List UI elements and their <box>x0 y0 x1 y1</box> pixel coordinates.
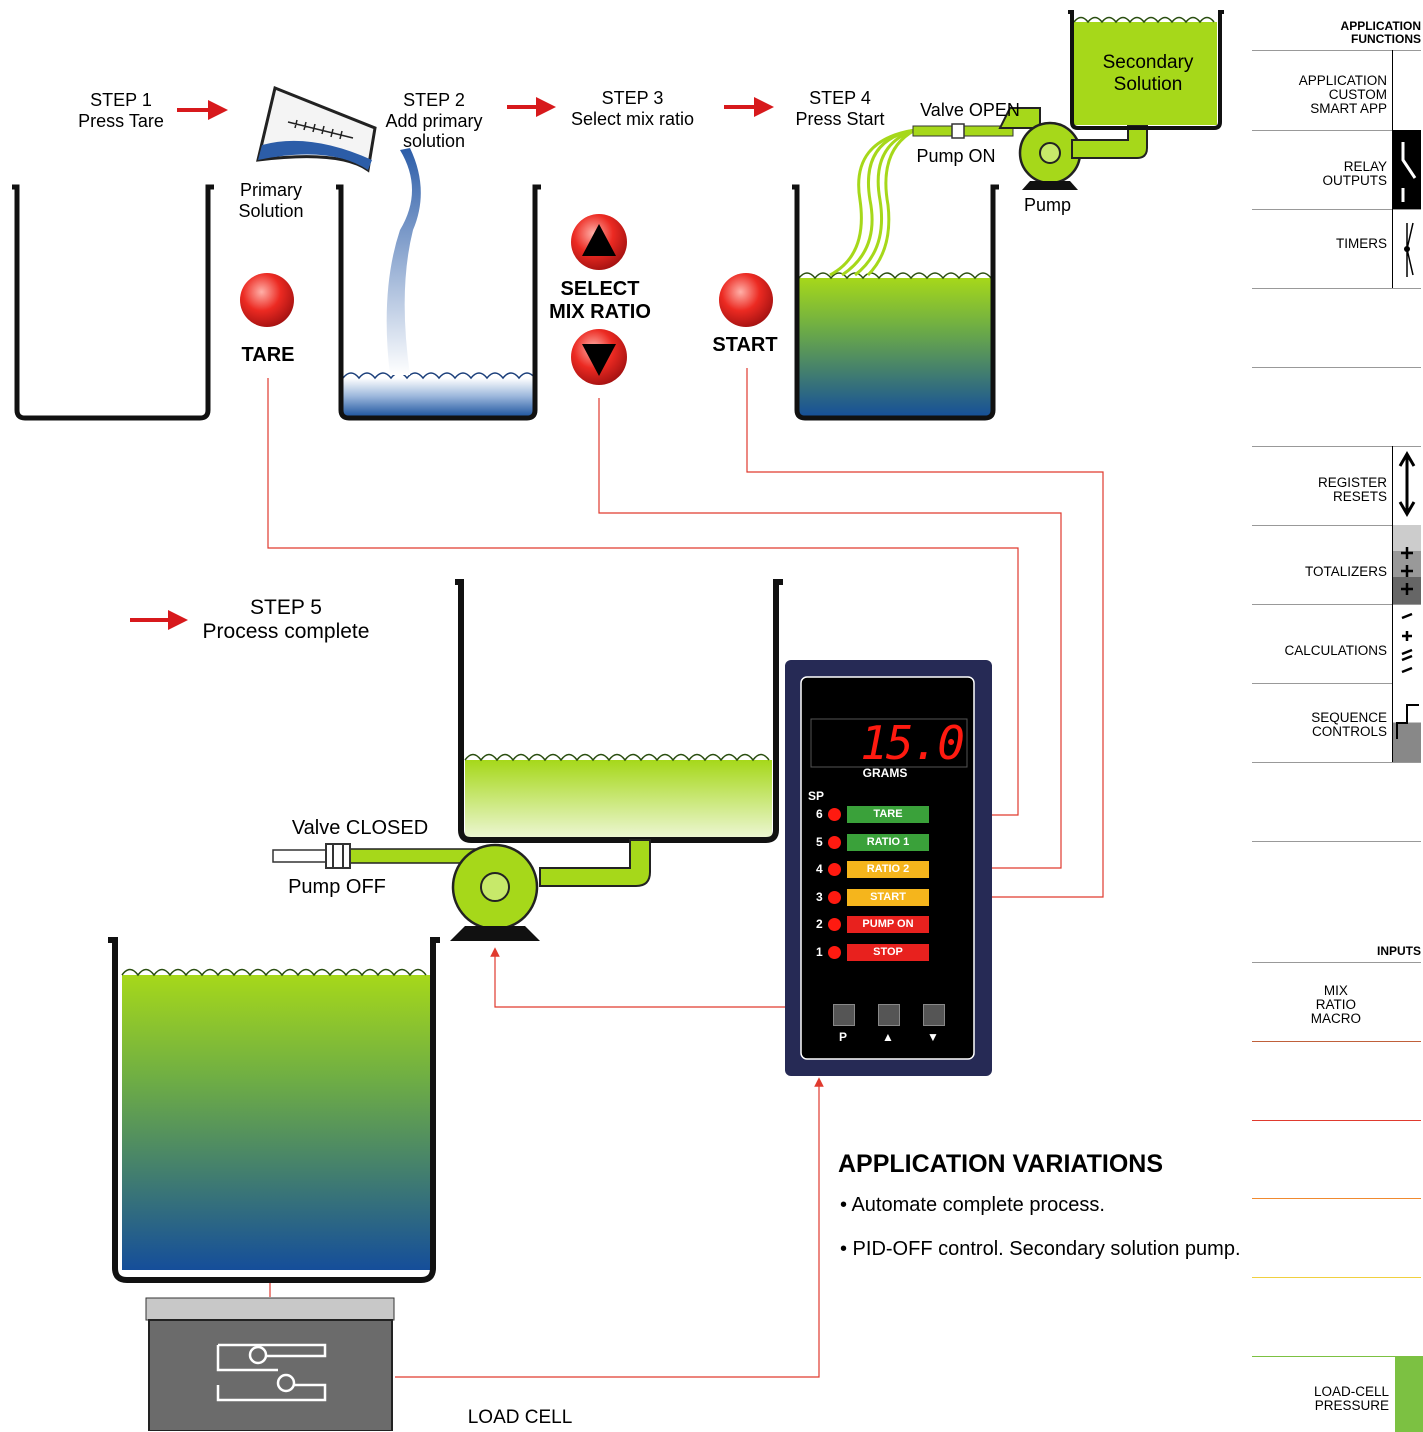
empty-tank <box>12 184 214 421</box>
meter-units: GRAMS <box>862 766 908 780</box>
final-tank <box>108 937 440 1283</box>
updown-arrow-icon <box>1392 446 1421 525</box>
setpoint-number: 5 <box>816 834 823 849</box>
setpoint-label: RATIO 1 <box>847 833 929 851</box>
app-icon <box>1392 50 1421 130</box>
setpoint-header: SP <box>808 789 825 803</box>
setpoint-led <box>828 835 841 849</box>
setpoint-row: 4 RATIO 2 <box>816 861 936 879</box>
meter-key-up[interactable] <box>878 1004 900 1026</box>
sidebar-divider <box>1252 1277 1421 1278</box>
valve-open-label: Valve OPEN <box>920 100 1020 120</box>
sidebar-divider <box>1252 1120 1421 1121</box>
setpoint-row: 1 STOP <box>816 943 936 962</box>
sidebar-item-totalizers[interactable]: TOTALIZERS <box>1252 525 1421 605</box>
setpoint-row: 5 RATIO 1 <box>816 833 936 852</box>
relay-switch-icon <box>1392 130 1421 209</box>
primary-tank <box>336 148 541 421</box>
meter-display: 15.0 <box>860 716 965 770</box>
valve-closed-label: Valve CLOSED <box>291 817 429 839</box>
setpoint-led <box>828 918 841 931</box>
sidebar-empty-slot <box>1252 288 1421 368</box>
process-tank <box>455 579 783 887</box>
setpoint-number: 1 <box>816 944 823 959</box>
setpoint-number: 6 <box>816 807 823 821</box>
timer-icon <box>1392 209 1421 288</box>
setpoint-led <box>828 808 841 821</box>
setpoint-led <box>828 945 841 959</box>
sidebar-empty-slot <box>1252 762 1421 842</box>
pump-on-label: Pump ON <box>916 146 996 166</box>
setpoint-led <box>828 863 841 876</box>
totalizer-icon <box>1392 525 1421 604</box>
variations-title: APPLICATION VARIATIONS <box>838 1150 1163 1178</box>
meter-key-label: ▲ <box>882 1030 894 1044</box>
meter-key-p[interactable] <box>833 1004 855 1026</box>
load-cell-color-tab <box>1395 1357 1423 1432</box>
sidebar-divider <box>1252 1198 1421 1199</box>
secondary-tank <box>1068 10 1224 130</box>
step-arrows <box>130 97 774 630</box>
setpoint-label: TARE <box>847 806 929 823</box>
calculator-icon <box>1392 604 1421 683</box>
meter-key-label: P <box>838 1030 847 1044</box>
variation-item: • Automate complete process. <box>840 1194 1105 1216</box>
setpoint-label: STOP <box>847 943 929 961</box>
setpoint-number: 4 <box>816 862 823 876</box>
load-cell-label: LOAD CELL <box>467 1407 573 1428</box>
sidebar-item-timers[interactable]: TIMERS <box>1252 209 1421 289</box>
inputs-header: INPUTS <box>1376 944 1421 958</box>
main-pump <box>272 843 540 941</box>
setpoint-row: 3 START <box>816 888 936 907</box>
setpoint-label: RATIO 2 <box>847 861 929 878</box>
setpoint-label: PUMP ON <box>847 916 929 933</box>
secondary-pump <box>998 107 1148 190</box>
mix-tank <box>792 123 1014 421</box>
setpoint-number: 2 <box>816 917 823 931</box>
control-buttons <box>240 214 773 385</box>
start-button-label: START <box>712 334 778 356</box>
setpoint-label: START <box>847 888 929 906</box>
sidebar-item-calculations[interactable]: CALCULATIONS <box>1252 604 1421 684</box>
sidebar-divider <box>1252 50 1421 51</box>
setpoint-row: 6 TARE <box>816 806 936 824</box>
beaker-icon <box>256 85 377 173</box>
setpoint-row: 2 PUMP ON <box>816 916 936 934</box>
variation-item: • PID-OFF control. Secondary solution pu… <box>840 1238 1241 1260</box>
tare-button-label: TARE <box>241 344 295 366</box>
sidebar-divider <box>1252 962 1421 963</box>
sidebar-empty-slot <box>1252 367 1421 447</box>
meter-key-label: ▼ <box>927 1030 939 1044</box>
setpoint-led <box>828 890 841 904</box>
pump-label: Pump <box>1023 195 1072 215</box>
meter-key-down[interactable] <box>923 1004 945 1026</box>
pump-off-label: Pump OFF <box>288 876 386 898</box>
setpoint-number: 3 <box>816 889 823 904</box>
load-cell <box>145 1297 395 1431</box>
sequence-step-icon <box>1392 683 1421 762</box>
